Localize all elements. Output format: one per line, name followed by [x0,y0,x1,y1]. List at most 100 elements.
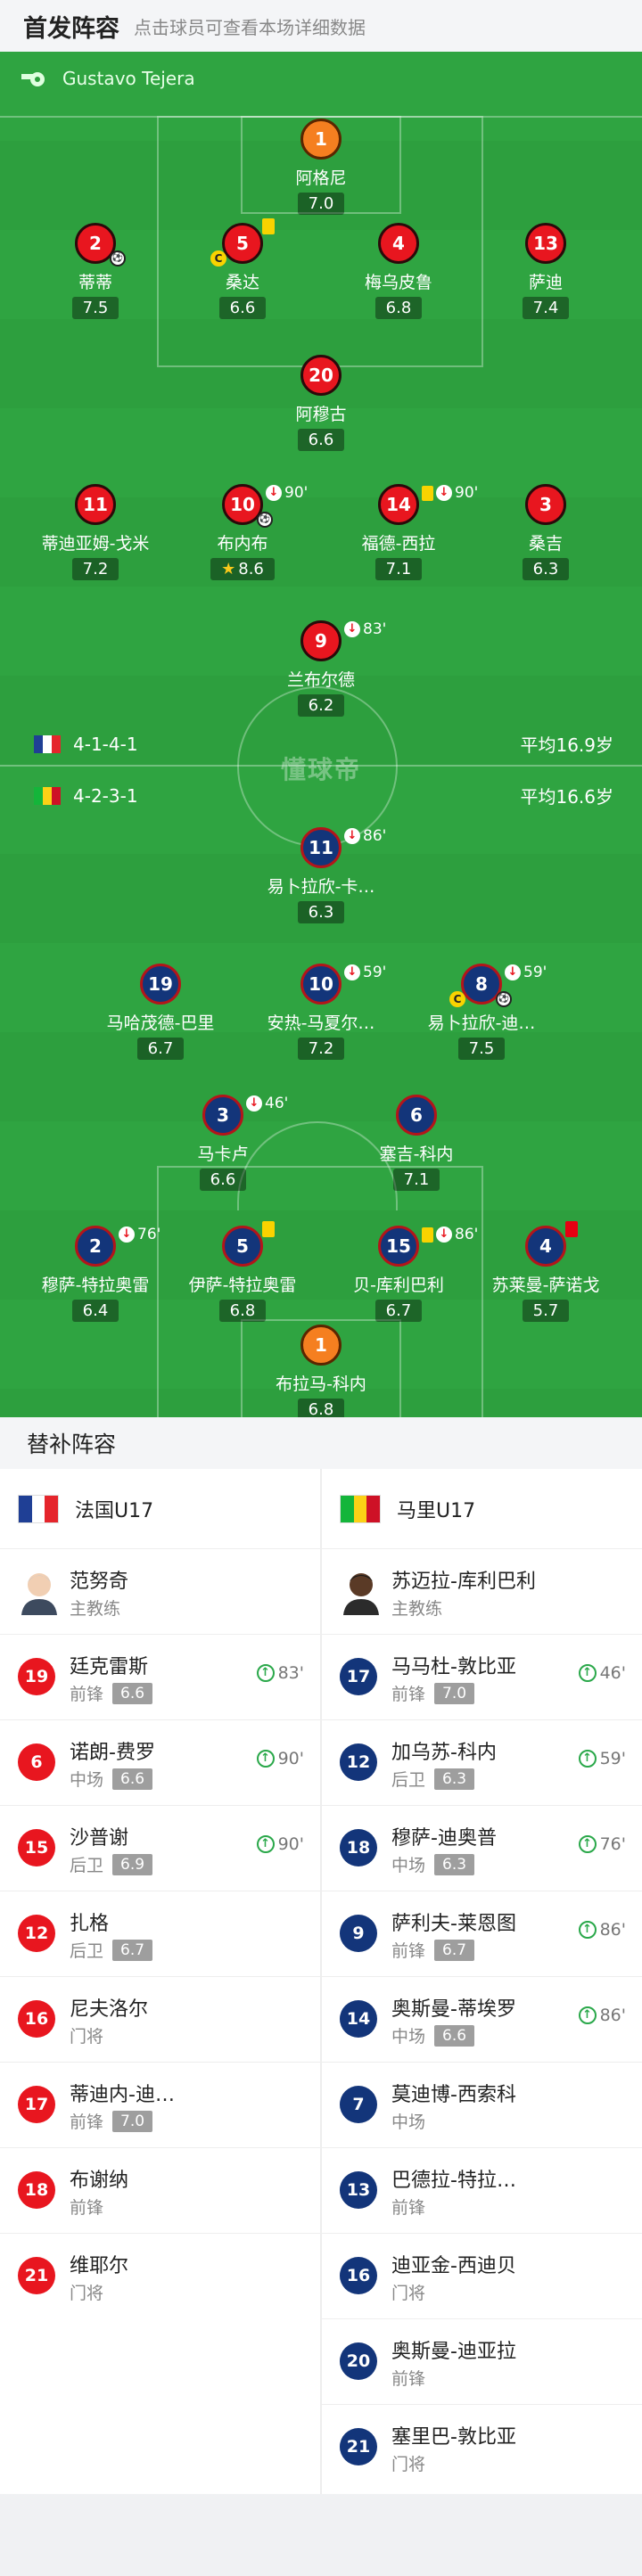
sub-off-icon: ↓ [344,621,360,637]
sub-off-event: ↓46' [246,1095,288,1112]
home-player-11[interactable]: 11 蒂迪亚姆-戈米 7.2 [0,484,193,580]
home-player-3[interactable]: 3 桑吉 6.3 [448,484,642,580]
home-player-5[interactable]: 5 C 桑达 6.6 [144,218,341,319]
coach-avatar [21,1573,57,1615]
player-rating: 6.6 [199,1169,247,1191]
coach-role: 主教练 [391,1599,443,1619]
away-player-gk[interactable]: 1 布拉马-科内 6.8 [223,1325,419,1417]
player-rating: 6.7 [374,1300,423,1322]
player-number: 13 [525,223,566,264]
player-number: 11 [300,827,342,868]
away-player-5[interactable]: 5 伊萨-特拉奥雷 6.8 [144,1221,341,1322]
sub-number: 9 [340,1915,377,1952]
sub-off-icon: ↓ [119,1226,135,1243]
home-sub-row[interactable]: 18 布谢纳 前锋 [0,2148,320,2234]
sub-off-icon: ↓ [246,1095,262,1112]
away-sub-row[interactable]: 16 迪亚金-西迪贝 门将 [322,2234,642,2319]
sub-position-label: 中场 [391,2027,426,2047]
home-sub-row[interactable]: 21 维耶尔 门将 [0,2234,320,2319]
sub-name: 马马杜-敦比亚 [391,1656,516,1678]
sub-position-label: 前锋 [391,1685,426,1704]
home-player-2[interactable]: 2 ⚽ 蒂蒂 7.5 [0,223,193,319]
sub-in-minute: 76' [599,1834,626,1854]
sub-off-minute: 59' [523,964,547,981]
home-sub-row[interactable]: 16 尼夫洛尔 门将 [0,1977,320,2063]
mali-flag-icon [34,786,61,805]
sub-off-minute: 59' [363,964,387,981]
sub-in-event: ↑46' [578,1663,626,1683]
player-name: 桑吉 [528,534,563,554]
sub-in-minute: 86' [599,2006,626,2025]
player-number: 1 [300,119,342,160]
player-name: 兰布尔德 [286,670,355,690]
sub-in-arrow-icon: ↑ [578,1921,597,1939]
player-number: 1 [300,1325,342,1366]
away-coach-row[interactable]: 苏迈拉-库利巴利 主教练 [322,1549,642,1635]
sub-off-icon: ↓ [436,1226,452,1243]
away-player-15[interactable]: 15 ↓86' 贝-库利巴利 6.7 [300,1226,497,1322]
player-number: 15 [378,1226,419,1267]
home-player-gk[interactable]: 1 阿格尼 7.0 [223,119,419,215]
away-player-11[interactable]: 11 ↓86' 易卜拉欣-卡… 6.3 [223,827,419,923]
sub-number: 6 [18,1743,55,1781]
sub-in-arrow-icon: ↑ [578,2006,597,2024]
home-player-14[interactable]: 14 ↓90' 福德-西拉 7.1 [300,484,497,580]
player-name: 苏莱曼-萨诺戈 [491,1276,600,1295]
sub-off-event: ↓59' [344,964,386,981]
sub-position: 门将 [391,2455,426,2474]
away-player-3[interactable]: 3 ↓46' 马卡卢 6.6 [125,1095,321,1191]
player-number: 5 [236,1235,249,1257]
player-number: 6 [396,1095,437,1136]
goal-ball-icon: ⚽ [257,512,273,528]
away-player-4[interactable]: 4 苏莱曼-萨诺戈 5.7 [448,1221,642,1322]
home-player-9[interactable]: 9 ↓83' 兰布尔德 6.2 [223,620,419,717]
sub-off-minute: 83' [363,620,387,638]
player-name: 安热-马夏尔… [267,1013,375,1033]
home-formation: 4-1-4-1 [73,733,138,755]
away-player-10[interactable]: 10 ↓59' 安热-马夏尔… 7.2 [223,964,419,1060]
away-sub-row[interactable]: 13 巴德拉-特拉… 前锋 [322,2148,642,2234]
away-team-header[interactable]: 马里U17 [322,1469,642,1549]
home-player-4[interactable]: 4 梅乌皮鲁 6.8 [300,223,497,319]
sub-rating: 6.6 [112,1682,153,1704]
away-player-2[interactable]: 2 ↓76' 穆萨-特拉奥雷 6.4 [0,1226,193,1322]
away-player-8[interactable]: 8 C ⚽ ↓59' 易卜拉欣-迪… 7.5 [383,964,580,1060]
man-of-match-star-icon: ★ [221,560,236,578]
sub-name: 奥斯曼-蒂埃罗 [391,1998,516,2021]
away-sub-row[interactable]: 7 莫迪博-西索科 中场 [322,2063,642,2148]
away-sub-row[interactable]: 20 奥斯曼-迪亚拉 前锋 [322,2319,642,2405]
sub-rating: 6.3 [434,1853,475,1875]
home-team-header[interactable]: 法国U17 [0,1469,320,1549]
sub-position: 门将 [70,2284,104,2303]
sub-position: 前锋 [391,2369,426,2389]
player-rating: 6.3 [297,901,345,923]
top-goal-box [241,116,401,214]
sub-name: 莫迪博-西索科 [391,2084,516,2106]
sub-name: 巴德拉-特拉… [391,2170,516,2192]
sub-number: 21 [18,2257,55,2294]
player-rating: 6.6 [297,429,345,451]
home-player-10[interactable]: 10 ⚽ ↓90' 布内布 ★8.6 [144,484,341,580]
player-name: 阿格尼 [295,168,347,188]
away-sub-row[interactable]: 21 塞里巴-敦比亚 门将 [322,2405,642,2490]
away-player-19[interactable]: 19 马哈茂德-巴里 6.7 [62,964,259,1060]
home-player-13[interactable]: 13 萨迪 7.4 [448,223,642,319]
sub-in-event: ↑76' [578,1834,626,1854]
sub-name: 扎格 [70,1913,110,1935]
home-avg-age: 平均16.9岁 [520,734,613,756]
away-player-6[interactable]: 6 塞吉-科内 7.1 [318,1095,514,1191]
sub-name: 奥斯曼-迪亚拉 [391,2341,516,2363]
home-coach-row[interactable]: 范努奇 主教练 [0,1549,320,1635]
sub-in-arrow-icon: ↑ [578,1835,597,1853]
home-player-20[interactable]: 20 阿穆古 6.6 [223,355,419,451]
